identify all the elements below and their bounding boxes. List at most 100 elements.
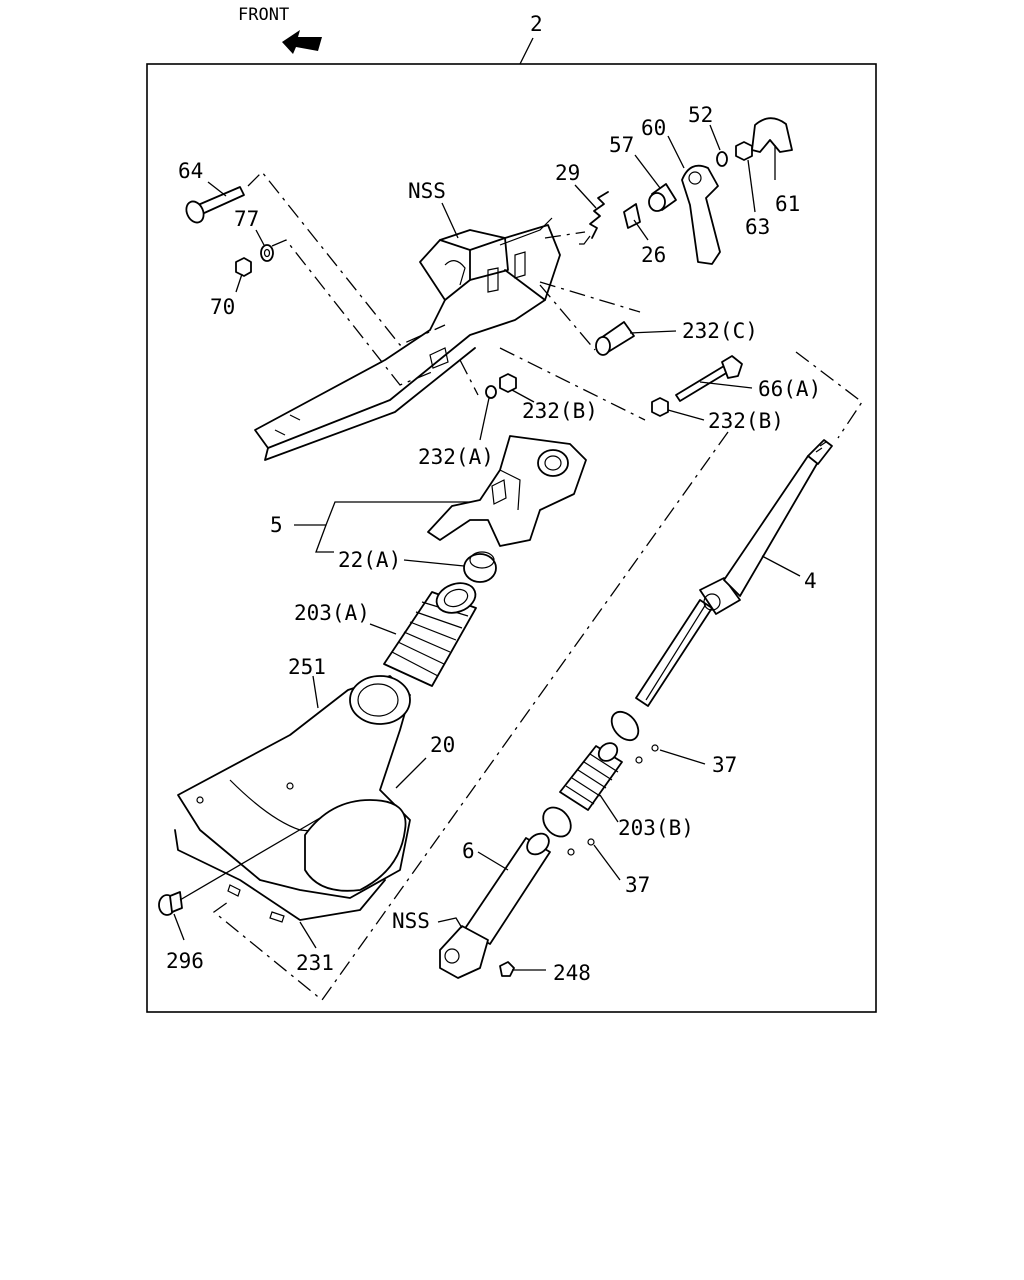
leader-52 (709, 124, 721, 151)
steering-shaft-4 (635, 439, 833, 707)
label-52: 52 (688, 103, 713, 127)
clamp-37-bottom-tab2 (567, 848, 575, 856)
spring-29 (589, 191, 609, 239)
bushing-57 (648, 183, 677, 212)
cap-61 (751, 117, 793, 153)
clamp-37-top-tab2 (635, 756, 643, 764)
nut-232b-right (651, 397, 669, 417)
leader-5-lower (315, 524, 334, 553)
label-57: 57 (609, 133, 634, 157)
dash-spring (544, 231, 586, 239)
leader-37-top (659, 749, 706, 765)
leader-nss-top (441, 202, 459, 239)
label-203b: 203(B) (618, 816, 694, 840)
dash-bolt-64 (247, 171, 446, 346)
label-70: 70 (210, 295, 235, 319)
label-77: 77 (234, 207, 259, 231)
spring-29-hook (579, 235, 591, 245)
leader-29 (574, 184, 597, 209)
clamp-37-bottom (542, 806, 572, 838)
leader-60 (667, 135, 685, 169)
label-232a: 232(A) (418, 445, 494, 469)
column-housing-5 (427, 435, 587, 547)
leader-64 (207, 181, 227, 197)
leader-232a (479, 397, 490, 441)
leader-22a (403, 559, 465, 567)
boot-203b (559, 742, 623, 811)
nut-232b (499, 373, 517, 393)
assembly-number: 2 (530, 12, 543, 36)
label-37-top: 37 (712, 753, 737, 777)
label-232c: 232(C) (682, 319, 758, 343)
leader-26 (633, 219, 649, 241)
label-64: 64 (178, 159, 203, 183)
bushing-22a (463, 551, 497, 583)
label-203a: 203(A) (294, 601, 370, 625)
clip-296 (158, 891, 183, 916)
label-63: 63 (745, 215, 770, 239)
leader-232b (511, 389, 535, 403)
leader-251 (312, 675, 319, 709)
leader-231 (299, 921, 317, 949)
shaft-6 (439, 832, 551, 979)
assembly-leader (519, 37, 534, 65)
label-251: 251 (288, 655, 326, 679)
label-5: 5 (270, 513, 283, 537)
diagram-frame (146, 63, 877, 1013)
label-29: 29 (555, 161, 580, 185)
leader-20 (395, 757, 427, 789)
cover-20 (304, 799, 407, 892)
clamp-37-bottom-tab (587, 838, 595, 846)
column-bracket (254, 217, 561, 461)
leader-77 (255, 229, 265, 246)
label-248: 248 (553, 961, 591, 985)
label-22a: 22(A) (338, 548, 401, 572)
plate-231 (174, 829, 386, 923)
leader-6 (477, 851, 509, 871)
bolt-64 (185, 186, 245, 224)
leader-232c (629, 330, 677, 334)
bolt-66a (675, 355, 743, 402)
dash-232b-right (499, 347, 646, 421)
label-37-bottom: 37 (625, 873, 650, 897)
label-26: 26 (641, 243, 666, 267)
label-6: 6 (462, 839, 475, 863)
label-296: 296 (166, 949, 204, 973)
leader-4 (761, 555, 801, 577)
lever-60 (681, 164, 721, 265)
clamp-37-top-tab (651, 744, 659, 752)
leader-70 (235, 273, 243, 293)
leader-37-bottom (593, 844, 621, 881)
front-arrow-icon (282, 30, 322, 54)
leader-63 (747, 159, 756, 213)
boot-203a (383, 582, 477, 687)
leader-nss-bottom (437, 917, 463, 929)
leader-57 (634, 154, 661, 189)
leader-203b (599, 794, 619, 823)
label-232b-right: 232(B) (708, 409, 784, 433)
label-60: 60 (641, 116, 666, 140)
label-4: 4 (804, 569, 817, 593)
leader-296 (173, 913, 185, 941)
washer-77-hole (263, 248, 271, 258)
bushing-232c (595, 321, 635, 356)
label-61: 61 (775, 192, 800, 216)
nut-232a (485, 385, 497, 399)
lever-60-hole (688, 171, 702, 185)
nut-70 (235, 257, 252, 277)
label-66a: 66(A) (758, 377, 821, 401)
leader-5-upper (294, 501, 470, 526)
bolt-248 (499, 961, 515, 977)
label-nss-top: NSS (408, 179, 446, 203)
dash-232c (539, 281, 641, 351)
label-nss-bottom: NSS (392, 909, 430, 933)
nut-63 (735, 141, 753, 161)
washer-77 (260, 244, 274, 262)
label-232b: 232(B) (522, 399, 598, 423)
leader-203a (369, 623, 397, 635)
clip-296-line (179, 817, 321, 901)
leader-232b-right (667, 409, 705, 421)
washer-52 (716, 151, 728, 167)
dash-232a (459, 359, 479, 396)
